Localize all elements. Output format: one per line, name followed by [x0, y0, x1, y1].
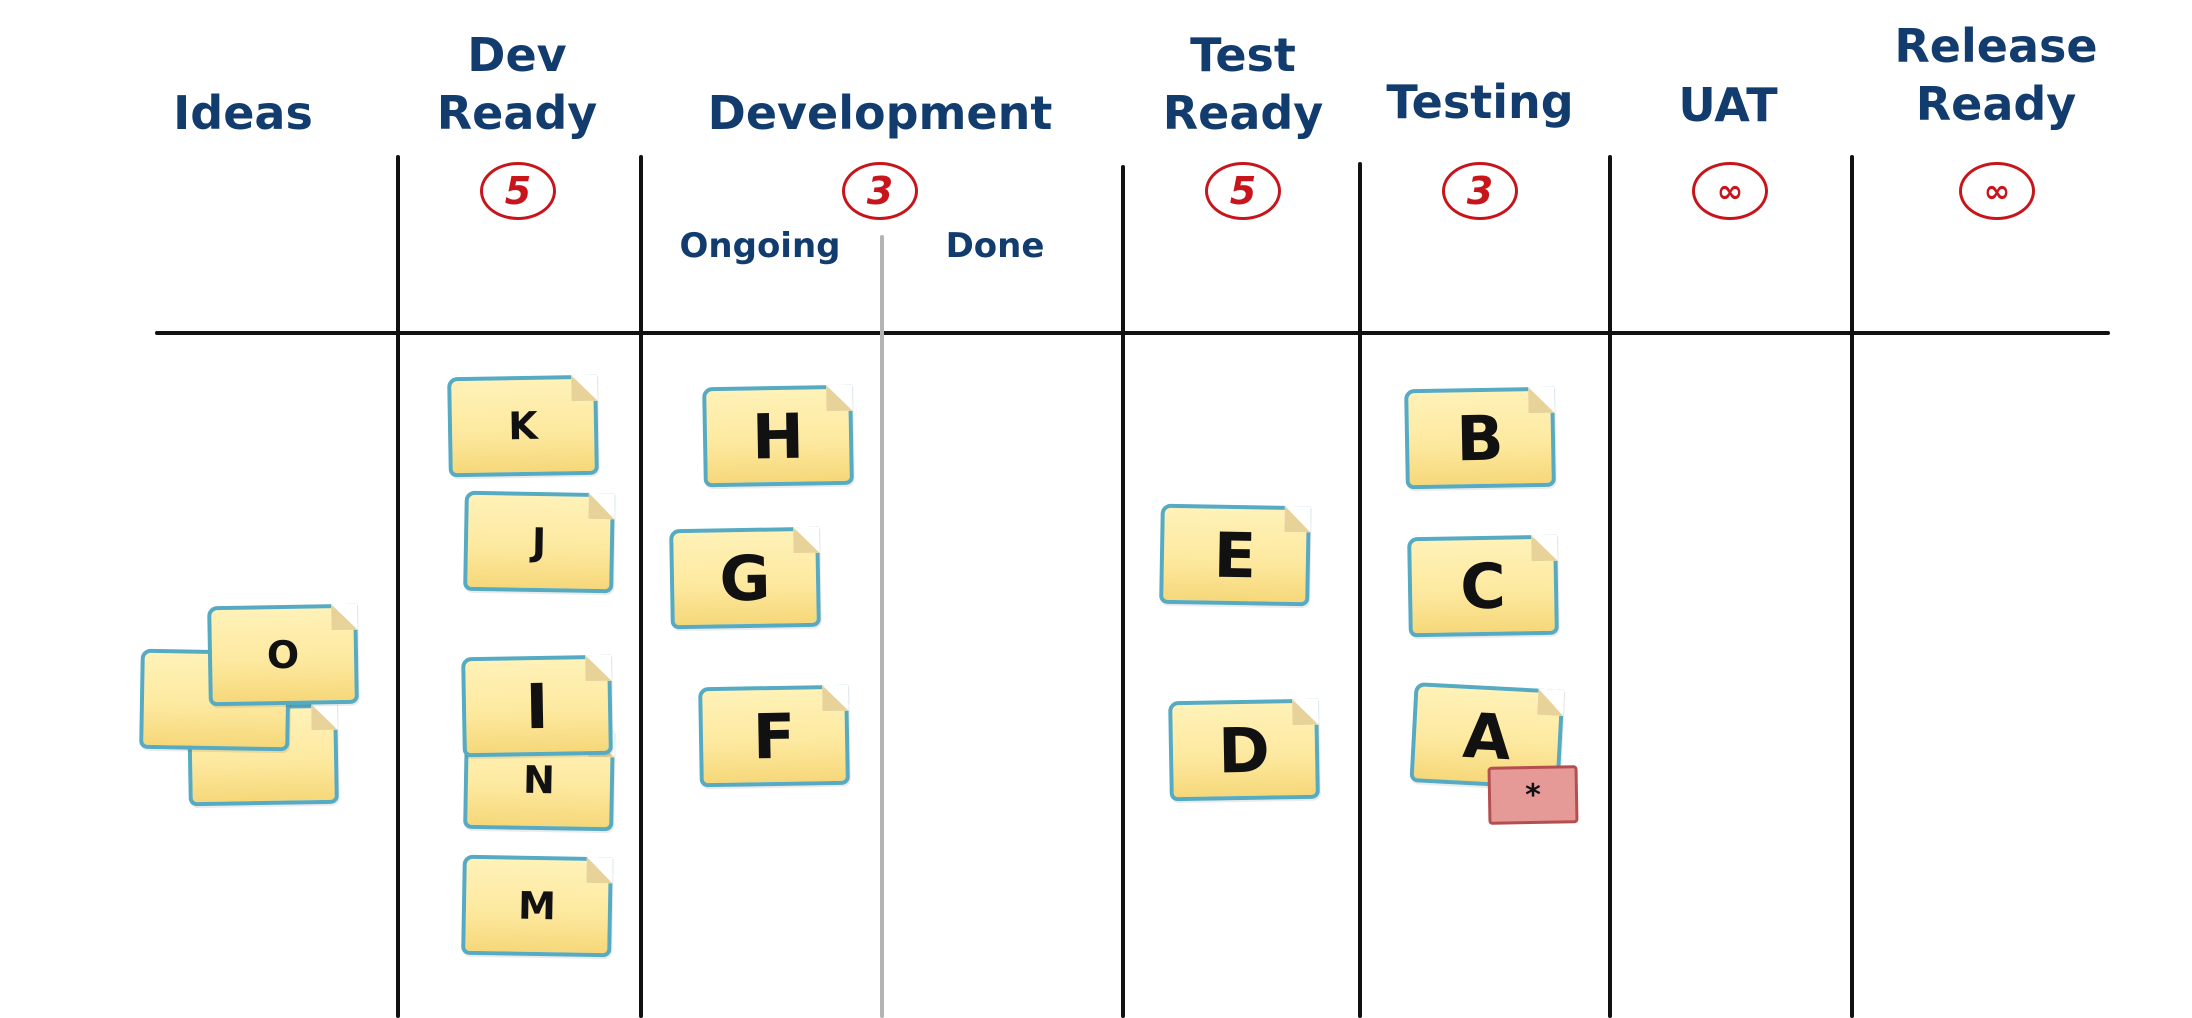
column-divider-2	[639, 155, 643, 1018]
sticky-note-f[interactable]: F	[698, 684, 850, 788]
subcolumn-divider-development	[880, 235, 884, 1018]
column-title-development: Development	[707, 86, 1053, 140]
blocker-flag[interactable]: *	[1487, 765, 1579, 825]
sticky-note-e[interactable]: E	[1159, 503, 1311, 607]
sticky-note-g[interactable]: G	[669, 526, 821, 630]
column-title-test-ready: Test Ready	[1162, 28, 1324, 140]
wip-limit-development: 3	[842, 162, 918, 220]
sticky-note-j[interactable]: J	[463, 490, 615, 594]
sticky-note-m[interactable]: M	[461, 854, 613, 958]
wip-limit-test-ready: 5	[1205, 162, 1281, 220]
column-title-ideas: Ideas	[173, 86, 313, 140]
wip-limit-dev-ready: 5	[480, 162, 556, 220]
sticky-note-c[interactable]: C	[1407, 534, 1559, 638]
subcolumn-title-done: Done	[945, 226, 1045, 266]
sticky-note-h[interactable]: H	[702, 384, 854, 488]
column-title-release-ready: Release Ready	[1894, 19, 2098, 131]
sticky-note-i[interactable]: I	[461, 654, 613, 758]
sticky-note-d[interactable]: D	[1168, 698, 1320, 802]
column-divider-3	[1121, 165, 1125, 1018]
column-title-testing: Testing	[1386, 75, 1574, 129]
column-title-uat: UAT	[1678, 78, 1778, 132]
column-title-dev-ready: Dev Ready	[436, 28, 598, 140]
wip-limit-uat: ∞	[1692, 162, 1768, 220]
wip-limit-release-ready: ∞	[1959, 162, 2035, 220]
sticky-note-b[interactable]: B	[1404, 386, 1556, 490]
wip-limit-testing: 3	[1442, 162, 1518, 220]
sticky-note-k[interactable]: K	[447, 374, 599, 478]
subcolumn-title-ongoing: Ongoing	[679, 226, 841, 266]
column-divider-1	[396, 155, 400, 1018]
column-divider-4	[1358, 162, 1362, 1018]
column-divider-6	[1850, 155, 1854, 1018]
column-divider-5	[1608, 155, 1612, 1018]
header-divider-line	[155, 331, 2110, 335]
sticky-note-o[interactable]: O	[207, 603, 359, 707]
